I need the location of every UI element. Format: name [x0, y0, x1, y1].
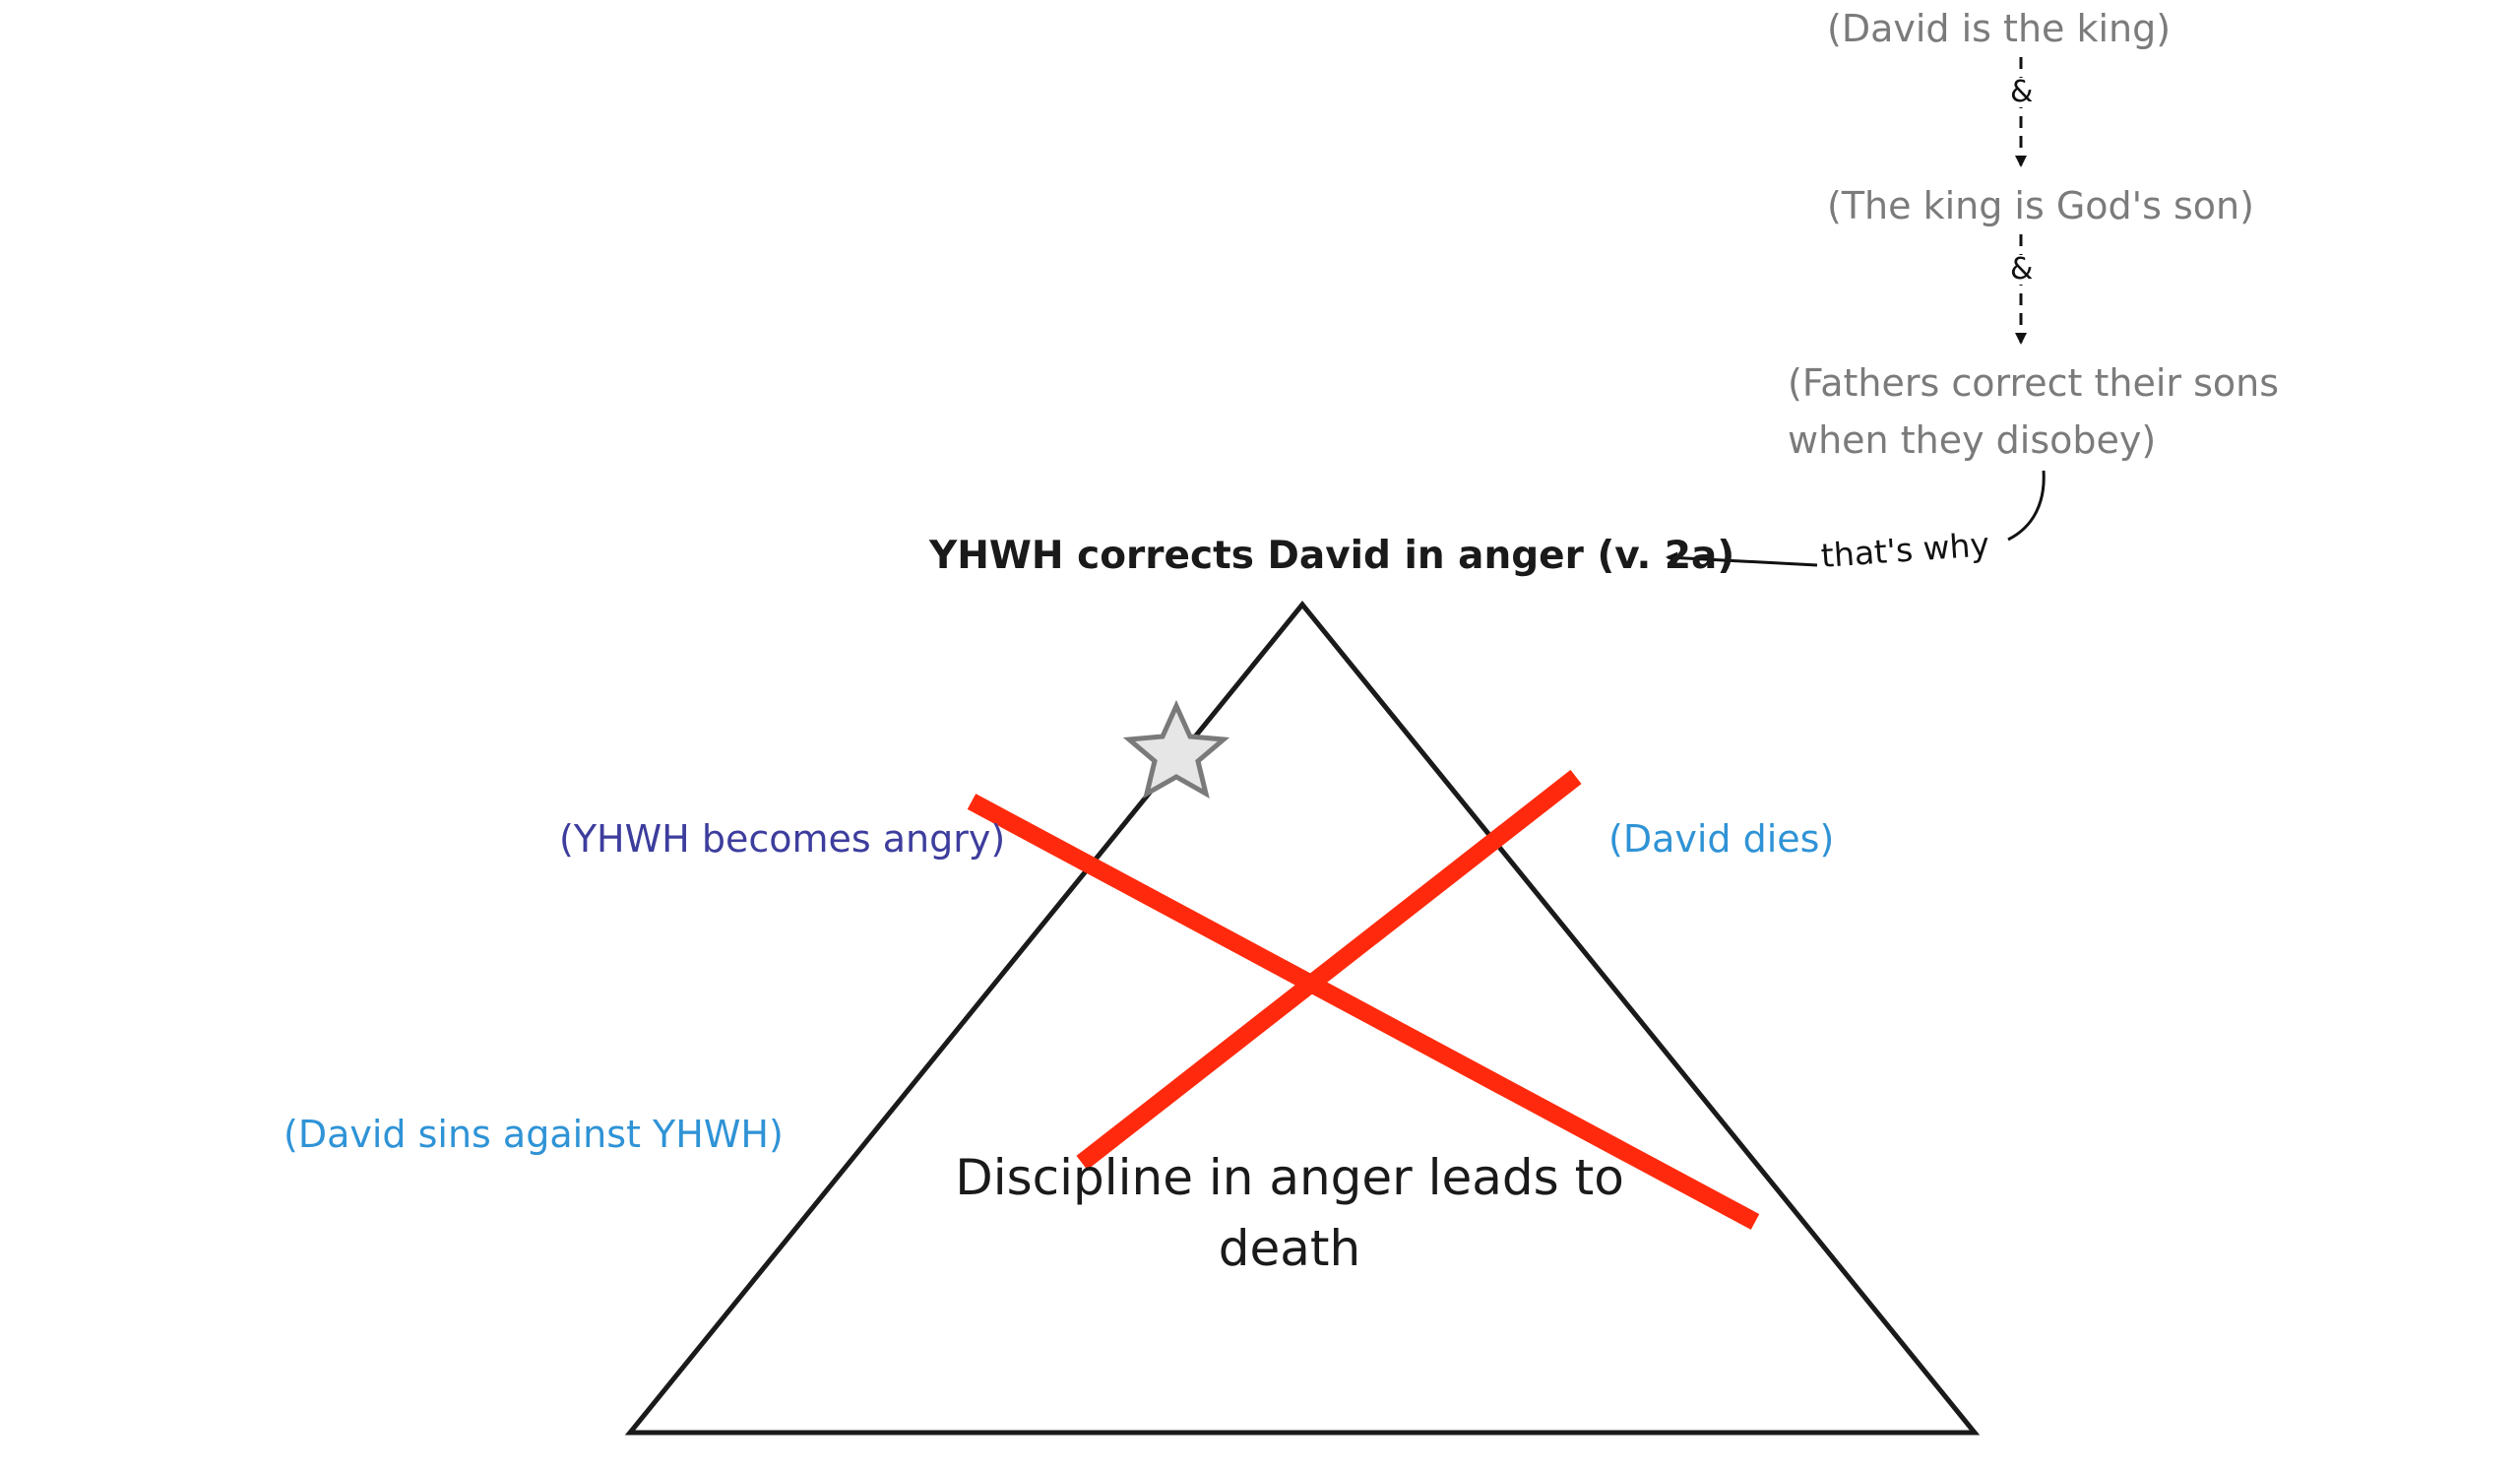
premise-david-king: (David is the king)	[1827, 7, 2172, 50]
label-david-sins: (David sins against YHWH)	[284, 1113, 784, 1156]
premise-king-son: (The king is God's son)	[1827, 184, 2254, 227]
center-statement: Discipline in anger leads to death	[955, 1149, 1624, 1277]
star-icon	[1122, 699, 1230, 799]
label-david-dies: (David dies)	[1608, 817, 1835, 861]
red-x-stroke-1	[967, 794, 1760, 1230]
connector-thats-why-curve	[2007, 470, 2046, 542]
label-yhwh-angry: (YHWH becomes angry)	[559, 817, 1006, 861]
claim-triangle	[624, 601, 1981, 1436]
and-connector-2: &	[2008, 252, 2036, 287]
premise-fathers-line-1: (Fathers correct their sons	[1788, 361, 2280, 405]
red-x-stroke-2	[1076, 769, 1582, 1171]
connector-thats-why-arrow	[1666, 551, 1818, 567]
main-claim: YHWH corrects David in anger (v. 2a)	[929, 534, 1735, 578]
and-connector-1: &	[2008, 75, 2036, 109]
premise-fathers-line-2: when they disobey)	[1788, 418, 2157, 462]
